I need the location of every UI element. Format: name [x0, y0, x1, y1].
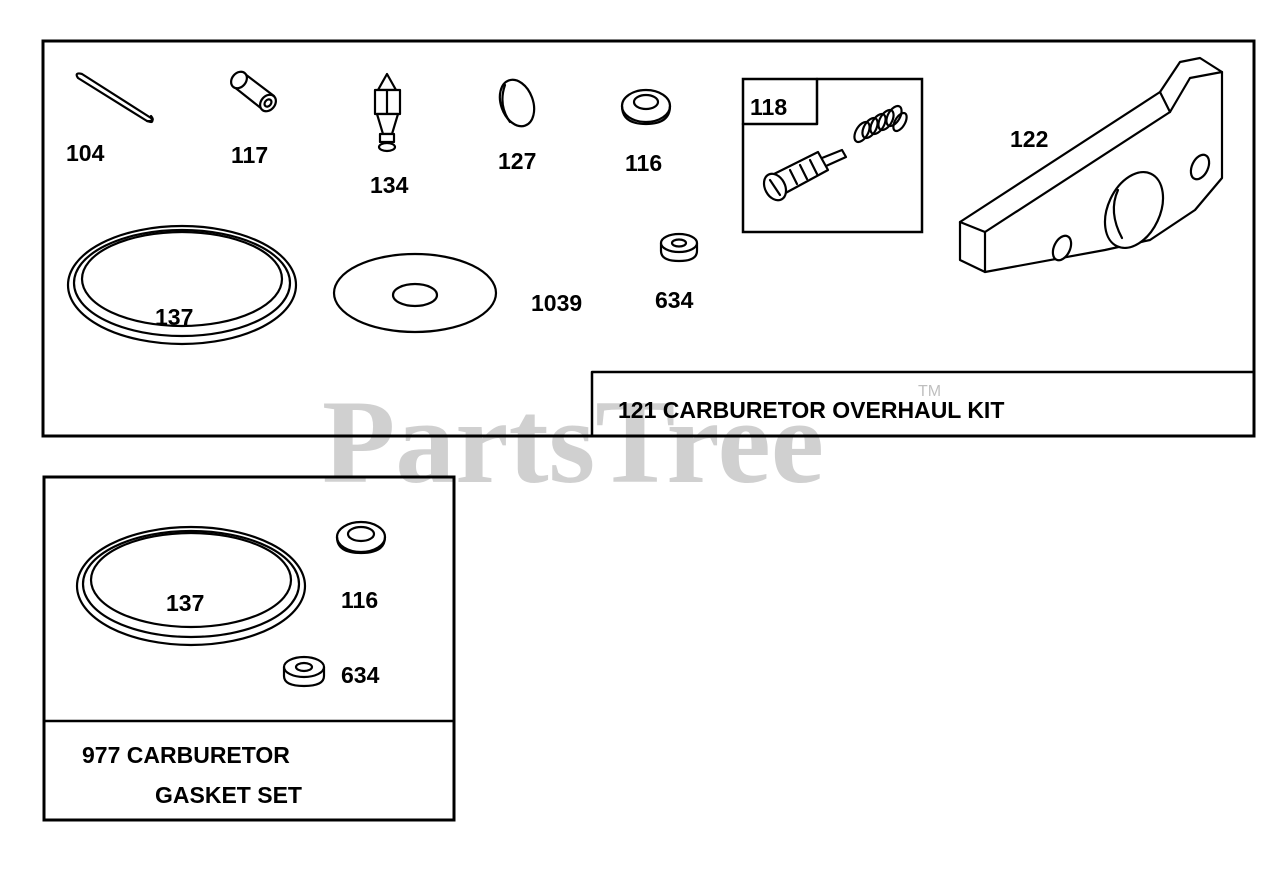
seal-washer-icon — [659, 232, 699, 263]
gasket-set-title-line2: GASKET SET — [155, 782, 302, 808]
sleeve-icon — [230, 70, 277, 113]
gasket-set-label-634: 634 — [341, 662, 380, 688]
gasket-set-label-116: 116 — [341, 587, 378, 613]
part-label-634: 634 — [655, 287, 694, 313]
part-label-118: 118 — [750, 94, 787, 120]
overhaul-kit-border — [41, 39, 1256, 438]
part-label-122: 122 — [1010, 126, 1048, 152]
gasket-set-panel: 977 CARBURETOR GASKET SET 137 116 634 — [42, 475, 456, 822]
washer-icon — [335, 520, 387, 555]
bowl-gasket-ring-icon — [66, 224, 298, 346]
watermark-tm: TM — [918, 383, 941, 400]
diaphragm-disc-icon — [332, 252, 498, 334]
pin-icon — [75, 72, 154, 124]
mixture-screw-spring-assembly: 118 — [741, 77, 924, 234]
part-label-134: 134 — [370, 172, 409, 198]
gasket-set-label-137: 137 — [166, 590, 204, 616]
overhaul-kit-title-frame — [590, 370, 1256, 438]
mixture-screw-spring-icon — [762, 104, 908, 202]
gasket-set-title-line1: 977 CARBURETOR — [82, 742, 290, 768]
welch-plug-icon — [498, 78, 536, 128]
part-label-116: 116 — [625, 150, 662, 176]
seal-washer-icon — [282, 655, 326, 688]
bowl-gasket-ring-icon — [75, 525, 307, 647]
overhaul-kit-title: 121 CARBURETOR OVERHAUL KIT — [618, 397, 1004, 423]
part-label-117: 117 — [231, 142, 268, 168]
needle-valve-icon — [373, 72, 402, 153]
watermark-text: PartsTree — [322, 375, 824, 508]
part-label-1039: 1039 — [531, 290, 582, 316]
washer-icon — [620, 88, 672, 126]
watermark: PartsTree TM — [322, 375, 941, 508]
gasket-set-border — [42, 475, 456, 822]
part-label-137: 137 — [155, 304, 193, 330]
overhaul-kit-panel: 121 CARBURETOR OVERHAUL KIT 104 117 134 — [41, 39, 1256, 438]
part-label-104: 104 — [66, 140, 105, 166]
part-label-127: 127 — [498, 148, 536, 174]
gasket-plate-icon — [958, 56, 1224, 274]
